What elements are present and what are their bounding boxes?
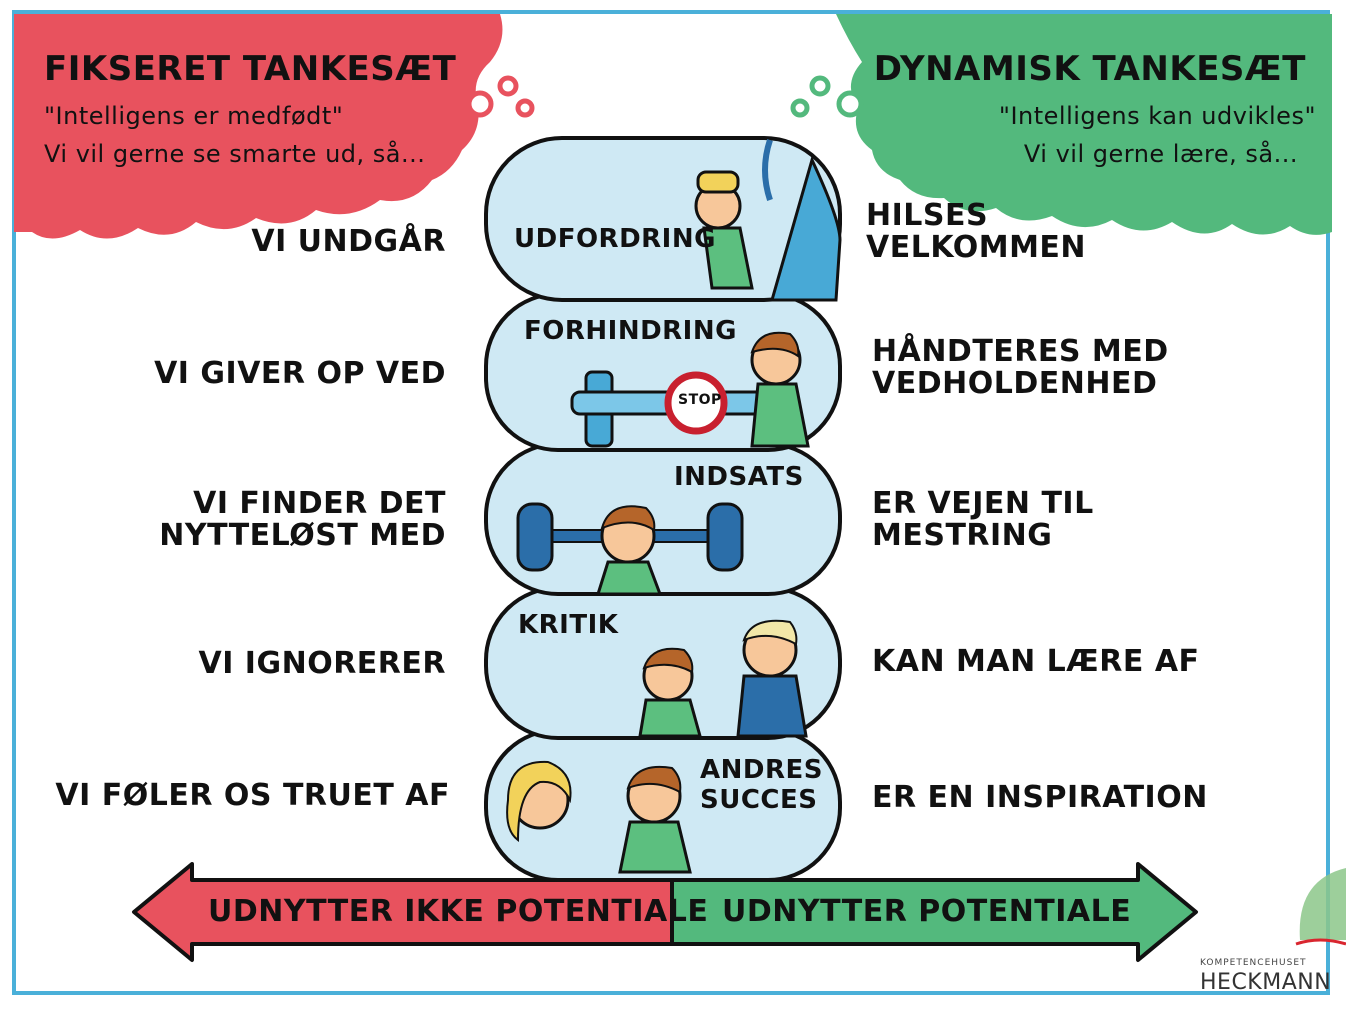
row-1-right: HILSES VELKOMMEN [866,198,1087,265]
climbing-rope [762,139,773,201]
girl-hair-row5 [506,760,572,842]
fixed-mindset-title: FIKSERET TANKESÆT [44,49,457,89]
boy-body-row4 [638,698,702,738]
pill-label-forhindring: FORHINDRING [524,316,737,346]
dynamic-mindset-title: DYNAMISK TANKESÆT [873,49,1306,89]
logo-leaf-icon [1299,868,1346,940]
man-body-row4 [736,674,808,738]
pill-label-indsats: INDSATS [674,462,804,492]
row-2-right: HÅNDTERES MED VEDHOLDENHED [872,334,1169,401]
logo-small-text: KOMPETENCEHUSET [1200,958,1307,968]
row-5-right: ER EN INSPIRATION [872,780,1208,815]
dynamic-thought-bubble-2 [809,75,831,97]
row-4-right: KAN MAN LÆRE AF [872,644,1200,679]
boy-hair-row5 [626,766,682,794]
climbing-wall [770,155,842,302]
logo-apple-icon [1295,938,1346,946]
fixed-mindset-cloud [14,14,503,239]
fixed-thought-bubble-3 [515,98,535,118]
fixed-mindset-quote: "Intelligens er medfødt" [44,102,344,130]
dynamic-mindset-cloud [826,14,1332,235]
fixed-thought-bubble-1 [466,90,494,118]
left-arrow [132,862,674,962]
boy-hair-row4 [642,647,694,674]
row-5-left: VI FØLER OS TRUET AF [55,778,450,813]
pill-top [484,136,842,302]
left-arrow-label: UDNYTTER IKKE POTENTIALE [208,894,709,929]
fixed-mindset-lead: Vi vil gerne se smarte ud, så... [44,140,426,168]
dynamic-mindset-lead: Vi vil gerne lære, så... [1023,140,1298,168]
climber-hat [696,170,740,194]
barbell-weight-right [706,502,744,572]
image-frame [12,10,1330,995]
barbell-weight-left [516,502,554,572]
row-2-left: VI GIVER OP VED [154,356,446,391]
boy-hair-row2 [750,331,800,358]
logo-big-text: HECKMANN [1200,970,1332,995]
climber-body [702,226,754,290]
pill-label-kritik: KRITIK [518,610,619,640]
right-arrow [670,862,1198,962]
boy-body-row3 [595,560,663,596]
boy-body-row2 [750,382,810,448]
dynamic-thought-bubble-3 [790,98,810,118]
row-1-left: VI UNDGÅR [251,224,446,259]
boy-body-row5 [618,820,692,874]
pill-label-udfordring: UDFORDRING [514,224,716,254]
row-3-left: VI FINDER DET NYTTELØST MED [159,486,446,553]
row-3-right: ER VEJEN TIL MESTRING [872,486,1094,553]
dynamic-thought-bubble-1 [836,90,864,118]
row-4-left: VI IGNORERER [198,646,446,681]
stop-sign [664,371,728,435]
fixed-thought-bubble-2 [497,75,519,97]
stop-sign-text: STOP [678,392,722,408]
man-hair-row4 [742,619,798,646]
boy-hair-row3 [600,505,656,532]
right-arrow-label: UDNYTTER POTENTIALE [722,894,1132,929]
dynamic-mindset-quote: "Intelligens kan udvikles" [998,102,1316,130]
pill-label-andres-succes: ANDRES SUCCES [700,755,823,815]
